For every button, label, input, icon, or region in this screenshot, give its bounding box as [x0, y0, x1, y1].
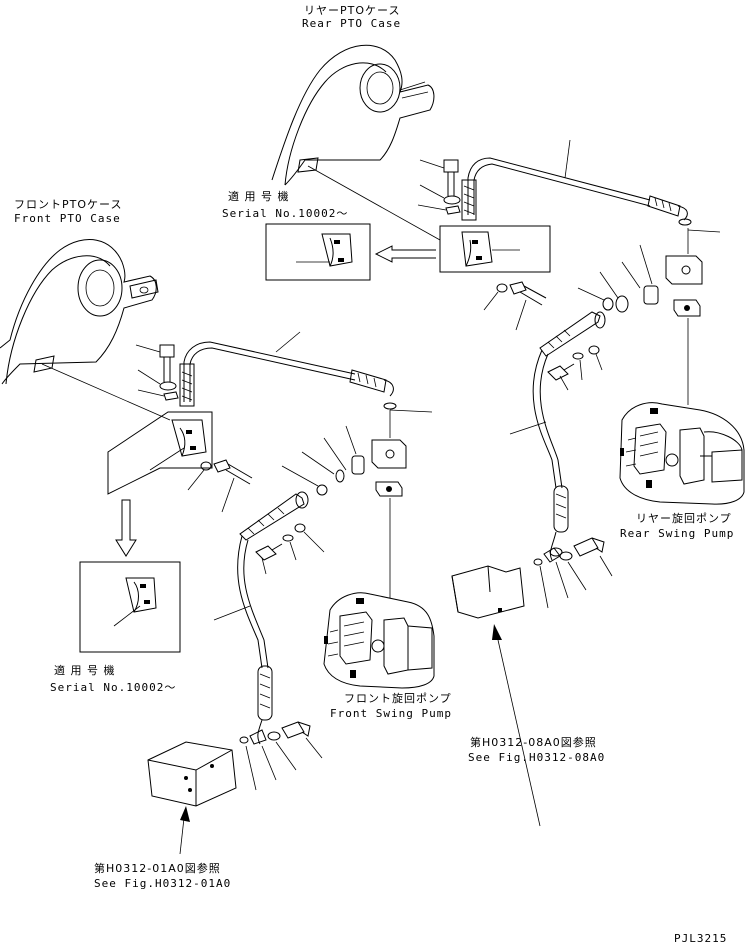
rear-pump-label-en: Rear Swing Pump	[620, 527, 735, 540]
rear-serial-box	[439, 225, 551, 273]
serial-arrow-bottom	[115, 499, 137, 557]
front-bolt-stack	[135, 344, 179, 401]
rear-bolt-stack	[417, 159, 461, 215]
bottom-alt-bracket-box	[79, 561, 181, 653]
front-mid-parts	[255, 523, 325, 575]
ref-block-left	[147, 741, 237, 855]
rear-right-bolt	[533, 537, 613, 609]
front-pto-case	[0, 239, 159, 385]
rear-pump-label-jp: リヤー旋回ポンプ	[636, 512, 732, 525]
serial-label-bottom: Serial No.10002～	[50, 681, 177, 694]
ref-left-label-jp: 第H0312-01A0図参照	[94, 862, 221, 875]
rear-lower-bolt	[483, 281, 547, 331]
front-case-label-en: Front PTO Case	[14, 212, 121, 225]
applicable-label-top: 適 用 号 機	[228, 190, 290, 203]
front-case-label-jp: フロントPTOケース	[14, 198, 123, 211]
top-alt-bracket-box	[265, 223, 371, 281]
ref-block-right	[451, 565, 541, 827]
applicable-label-bottom: 適 用 号 機	[54, 664, 116, 677]
rear-mid-hose	[509, 311, 606, 561]
front-fittings	[281, 409, 433, 598]
front-hose	[179, 331, 397, 410]
ref-right-label-jp: 第H0312-08A0図参照	[470, 736, 597, 749]
front-case-leader	[41, 363, 171, 421]
ref-left-label-en: See Fig.H0312-01A0	[94, 877, 232, 890]
rear-hose	[461, 139, 692, 226]
serial-label-top: Serial No.10002～	[222, 207, 349, 220]
front-bottom-bolt	[239, 721, 323, 791]
drawing-code: PJL3215	[674, 932, 728, 945]
rear-case-leader	[307, 165, 441, 241]
front-mid-hose	[213, 491, 309, 745]
ref-right-label-en: See Fig.H0312-08A0	[468, 751, 606, 764]
rear-fittings	[577, 228, 721, 405]
front-swing-pump	[323, 592, 435, 689]
rear-case-label-jp: リヤーPTOケース	[304, 4, 401, 17]
serial-arrow-top	[374, 245, 436, 263]
rear-mid-parts	[547, 345, 603, 391]
rear-swing-pump	[619, 402, 745, 505]
front-pump-label-en: Front Swing Pump	[330, 707, 452, 720]
front-lower-bolt	[187, 459, 253, 513]
front-pump-label-jp: フロント旋回ポンプ	[344, 692, 452, 705]
rear-pto-case	[271, 44, 435, 186]
rear-case-label-en: Rear PTO Case	[302, 17, 402, 30]
front-serial-box	[107, 411, 213, 495]
